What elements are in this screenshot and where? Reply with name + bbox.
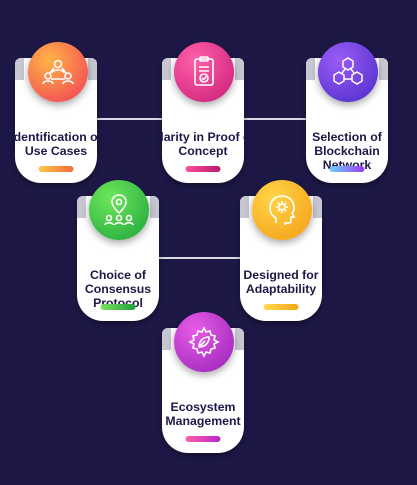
step-accent-bar bbox=[185, 436, 221, 442]
people-network-icon bbox=[28, 42, 88, 102]
step-accent-bar bbox=[100, 304, 136, 310]
adaptive-mind-icon bbox=[252, 180, 312, 240]
step-label: Choice of Consensus Protocol bbox=[84, 268, 152, 310]
step-accent-bar bbox=[263, 304, 299, 310]
card-lip-right bbox=[379, 58, 388, 80]
step-label: Identification of Use Cases bbox=[10, 130, 102, 158]
step-accent-bar bbox=[185, 166, 221, 172]
card-lip-right bbox=[88, 58, 97, 80]
card-lip-left bbox=[77, 196, 86, 218]
card-lip-right bbox=[235, 58, 244, 80]
card-lip-right bbox=[235, 328, 244, 350]
connector-line-middle bbox=[150, 257, 268, 259]
card-lip-right bbox=[313, 196, 322, 218]
step-label: Ecosystem Management bbox=[165, 400, 241, 428]
card-lip-left bbox=[306, 58, 315, 80]
card-lip-right bbox=[150, 196, 159, 218]
step-label: Clarity in Proof of Concept bbox=[151, 130, 255, 158]
blockchain-cubes-icon bbox=[318, 42, 378, 102]
consensus-group-icon bbox=[89, 180, 149, 240]
card-lip-left bbox=[240, 196, 249, 218]
document-check-icon bbox=[174, 42, 234, 102]
step-accent-bar bbox=[38, 166, 74, 172]
step-accent-bar bbox=[329, 166, 365, 172]
card-lip-left bbox=[162, 58, 171, 80]
card-lip-left bbox=[162, 328, 171, 350]
step-label: Designed for Adaptability bbox=[243, 268, 319, 296]
card-lip-left bbox=[15, 58, 24, 80]
eco-gear-icon bbox=[174, 312, 234, 372]
